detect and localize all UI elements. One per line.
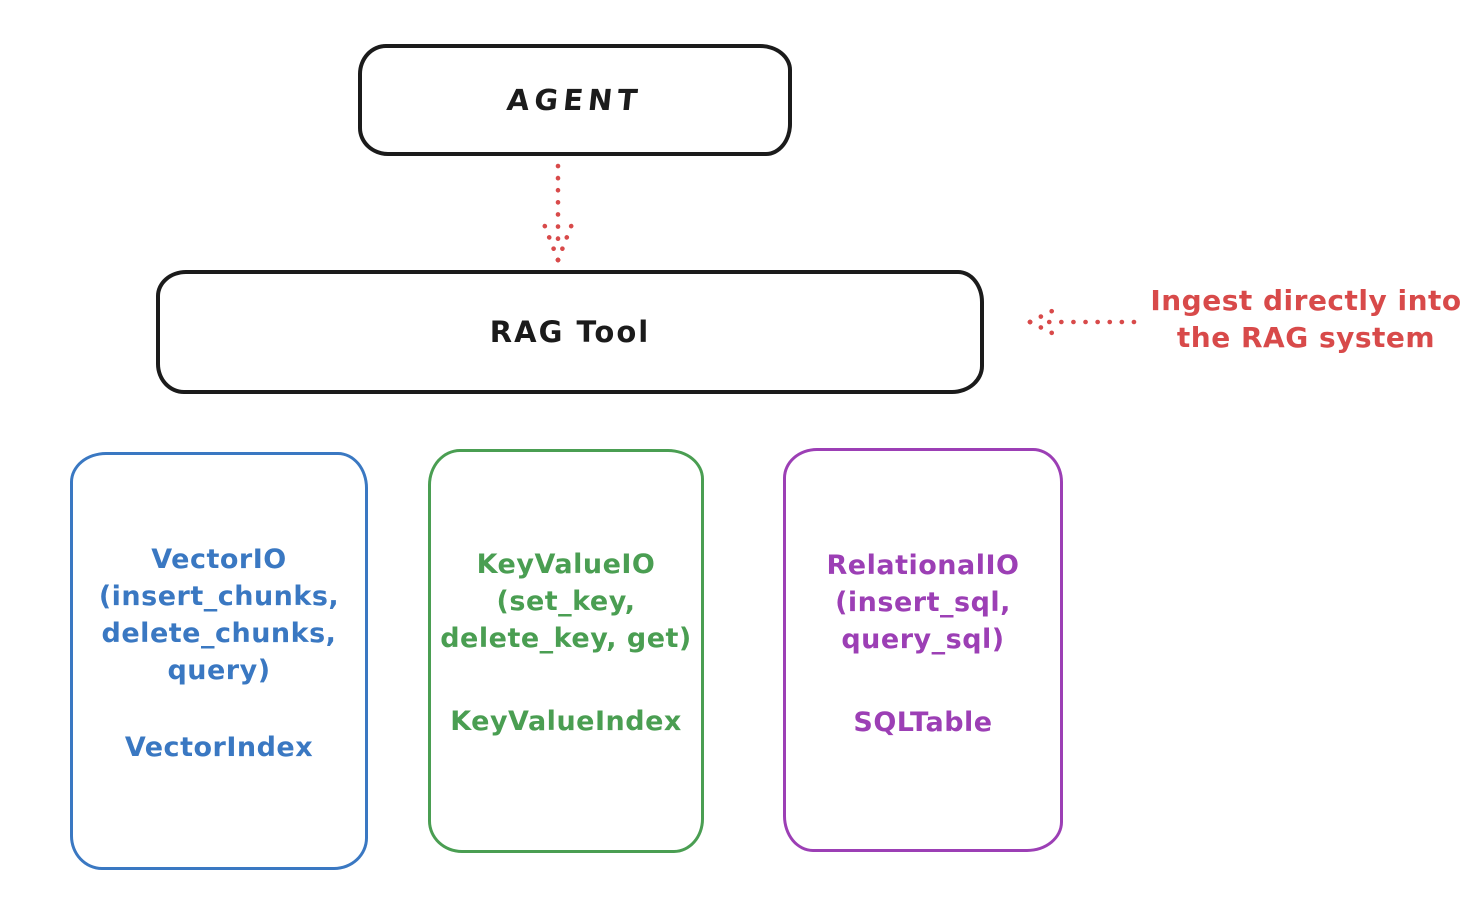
keyvalue-io-line1: KeyValueIO [476, 549, 656, 580]
rag-tool-label: RAG Tool [489, 315, 651, 349]
sql-table-label: SQLTable [853, 707, 993, 738]
keyvalue-io-line3: delete_key, get) [440, 623, 692, 654]
ingest-arrow-icon [1027, 306, 1137, 338]
agent-to-ragtool-arrow-icon [541, 163, 575, 263]
vector-index-label: VectorIndex [124, 732, 314, 763]
agent-label: AGENT [505, 83, 645, 117]
vector-io-line3: delete_chunks, [101, 618, 337, 649]
vector-io-line2: (insert_chunks, [98, 581, 340, 612]
ingest-annotation-line1: Ingest directly into [1150, 284, 1462, 317]
keyvalue-io-node: KeyValueIO (set_key, delete_key, get) Ke… [428, 449, 704, 853]
relational-io-line1: RelationalIO [826, 550, 1020, 581]
keyvalue-index-label: KeyValueIndex [450, 706, 682, 737]
vector-io-line1: VectorIO [151, 544, 287, 575]
rag-tool-node: RAG Tool [156, 270, 984, 394]
vector-io-node: VectorIO (insert_chunks, delete_chunks, … [70, 452, 368, 870]
agent-node: AGENT [358, 44, 792, 156]
relational-io-line3: query_sql) [841, 624, 1005, 655]
relational-io-line2: (insert_sql, [835, 587, 1011, 618]
vector-io-line4: query) [167, 655, 271, 686]
relational-io-node: RelationalIO (insert_sql, query_sql) SQL… [783, 448, 1063, 852]
keyvalue-io-line2: (set_key, [496, 586, 636, 617]
ingest-annotation: Ingest directly into the RAG system [1138, 282, 1474, 356]
ingest-annotation-line2: the RAG system [1176, 321, 1436, 354]
